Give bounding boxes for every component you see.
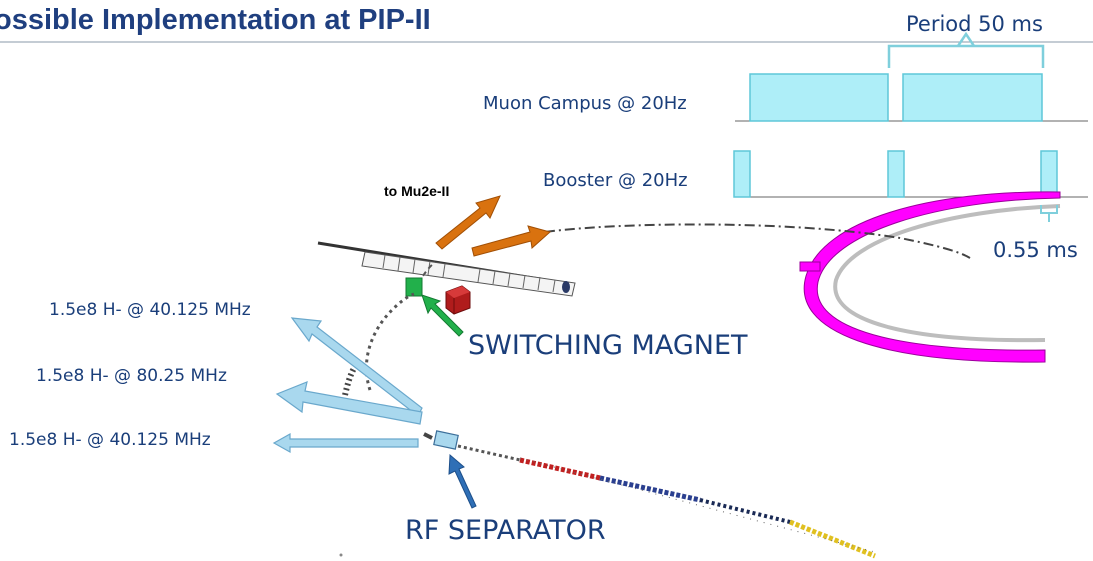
beam-arrow-lower (272, 432, 419, 454)
switching-magnet-block (405, 277, 423, 297)
beam-label-middle: 1.5e8 H- @ 80.25 MHz (36, 366, 227, 386)
pulse-width-label: 0.55 ms (993, 238, 1078, 262)
transfer-line (544, 223, 971, 259)
booster-label: Booster @ 20Hz (543, 170, 688, 191)
booster-pulse (887, 150, 905, 198)
beamline-tunnel (317, 241, 576, 297)
beam-arrow-upper (290, 317, 423, 417)
lower-beamline (457, 444, 876, 559)
muon-campus-label: Muon Campus @ 20Hz (483, 93, 687, 114)
mu2e-label: to Mu2e-II (384, 183, 450, 199)
switch-pointer (421, 294, 464, 337)
magnet-cube (445, 285, 471, 315)
beam-label-upper: 1.5e8 H- @ 40.125 MHz (49, 300, 251, 320)
beam-arrow-middle (275, 381, 423, 425)
muon-pulse (902, 73, 1043, 122)
rf-pointer (448, 453, 477, 509)
period-label: Period 50 ms (906, 12, 1043, 36)
pulse-width-bracket (1040, 205, 1058, 222)
muon-pulse (749, 73, 889, 122)
mu2e-arrow (435, 195, 552, 257)
dot-mark (339, 553, 343, 557)
switching-magnet-label: SWITCHING MAGNET (468, 330, 748, 361)
slide-title: ossible Implementation at PIP-II (0, 4, 431, 36)
rf-separator-block (433, 430, 459, 450)
booster-pulse (1040, 150, 1058, 198)
curved-beam-path (365, 292, 415, 391)
period-bracket (887, 31, 1045, 68)
booster-ring (799, 191, 1061, 363)
beam-label-lower: 1.5e8 H- @ 40.125 MHz (9, 430, 211, 450)
rf-separator-label: RF SEPARATOR (405, 515, 606, 546)
booster-pulse (733, 150, 751, 198)
